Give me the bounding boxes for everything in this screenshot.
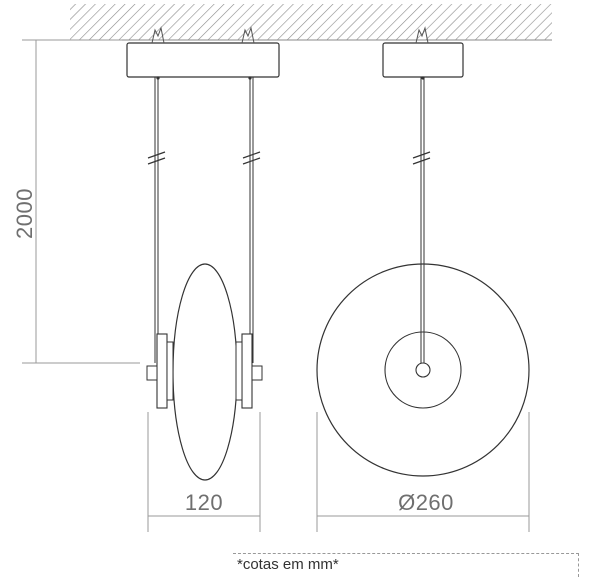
side-disc [172, 263, 238, 481]
side-break-mark-left [147, 151, 166, 165]
side-break-mark-right [242, 151, 261, 165]
front-view [316, 26, 530, 477]
diameter-dimension-label: Ø260 [398, 490, 454, 515]
side-canopy [126, 42, 280, 78]
front-disc-inner [384, 331, 462, 409]
side-hook-right [241, 26, 255, 44]
ceiling [70, 4, 552, 41]
height-dimension-label: 2000 [12, 188, 37, 239]
side-hook-left [151, 26, 165, 44]
width-dimension-label: 120 [184, 490, 224, 515]
height-dimension-line [22, 39, 140, 364]
front-disc-outer [316, 263, 530, 477]
front-canopy [382, 42, 464, 78]
front-break-mark [412, 151, 431, 165]
side-bracket-right [241, 333, 253, 409]
width-dimension-line [147, 412, 261, 532]
front-hook [415, 26, 429, 44]
front-disc-center [415, 362, 431, 378]
side-bracket-left [156, 333, 168, 409]
diameter-dimension-line [316, 412, 530, 532]
units-note: *cotas em mm* [233, 553, 579, 577]
side-view [126, 26, 280, 481]
